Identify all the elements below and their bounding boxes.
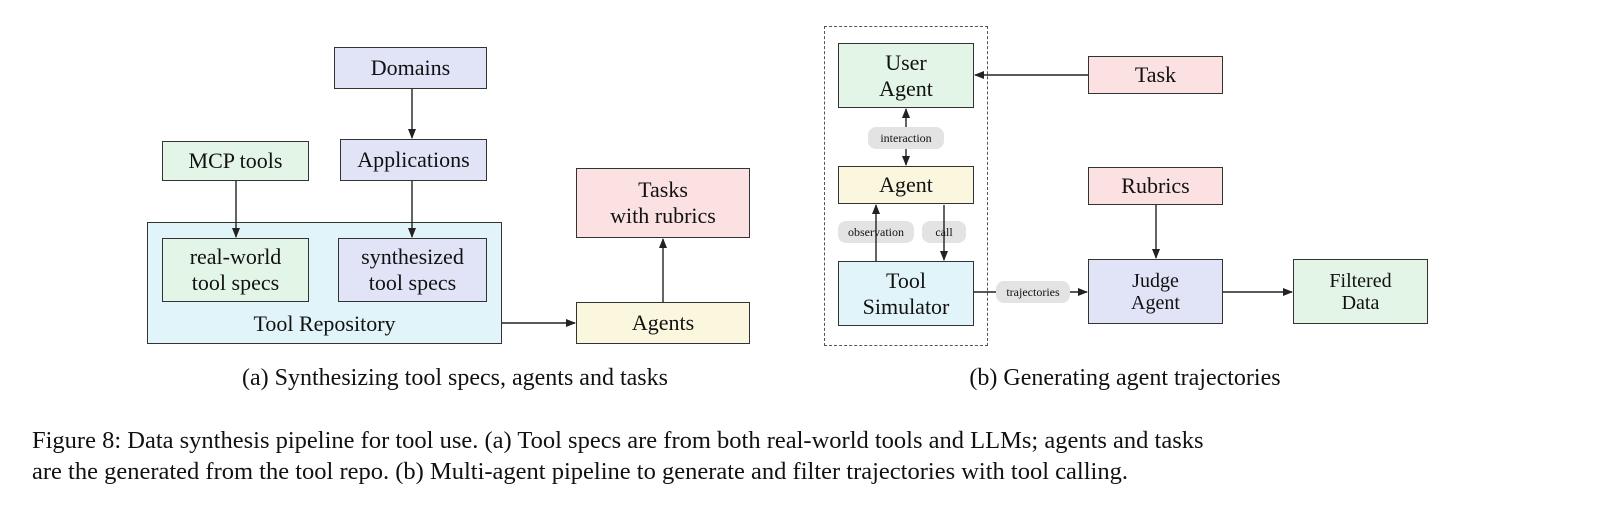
agent-label: Agent <box>879 172 933 197</box>
real-world-tool-specs-box: real-world tool specs <box>162 238 309 302</box>
judge-agent-line2: Agent <box>1131 291 1180 314</box>
judge-agent-line1: Judge <box>1132 269 1179 292</box>
domains-box: Domains <box>334 47 487 89</box>
filtered-data-line2: Data <box>1341 291 1380 314</box>
rubrics-box: Rubrics <box>1088 167 1223 205</box>
tool-repository-label: Tool Repository <box>253 311 396 336</box>
mcp-tools-box: MCP tools <box>162 141 309 181</box>
agents-box: Agents <box>576 302 750 344</box>
interaction-pill: interaction <box>868 127 944 149</box>
filtered-data-line1: Filtered <box>1329 269 1392 292</box>
synthesized-line2: tool specs <box>368 270 457 295</box>
caption-a: (a) Synthesizing tool specs, agents and … <box>242 365 668 391</box>
trajectories-pill: trajectories <box>996 281 1070 303</box>
tasks-with-rubrics-box: Tasks with rubrics <box>576 168 750 238</box>
user-agent-line1: User <box>885 49 927 75</box>
filtered-data-box: Filtered Data <box>1293 259 1428 324</box>
applications-label: Applications <box>357 147 470 172</box>
tool-simulator-line2: Simulator <box>862 293 950 319</box>
real-world-line2: tool specs <box>191 270 280 295</box>
user-agent-box: User Agent <box>838 43 974 108</box>
task-label: Task <box>1134 62 1177 87</box>
figure-caption: Figure 8: Data synthesis pipeline for to… <box>32 425 1602 487</box>
real-world-line1: real-world <box>189 244 282 269</box>
rubrics-label: Rubrics <box>1121 173 1190 198</box>
synthesized-line1: synthesized <box>361 244 464 269</box>
user-agent-line2: Agent <box>879 75 933 101</box>
task-box: Task <box>1088 56 1223 94</box>
caption-b: (b) Generating agent trajectories <box>969 365 1281 391</box>
tasks-line1: Tasks <box>638 177 688 202</box>
judge-agent-box: Judge Agent <box>1088 259 1223 324</box>
tool-simulator-box: Tool Simulator <box>838 261 974 326</box>
tasks-line2: with rubrics <box>610 203 716 228</box>
agent-box: Agent <box>838 166 974 204</box>
figure-caption-line1: Figure 8: Data synthesis pipeline for to… <box>32 427 1204 454</box>
mcp-tools-label: MCP tools <box>188 148 283 173</box>
tool-simulator-line1: Tool <box>885 267 926 293</box>
agents-label: Agents <box>631 310 695 335</box>
figure-caption-line2: are the generated from the tool repo. (b… <box>32 458 1128 485</box>
applications-box: Applications <box>340 139 487 181</box>
synthesized-tool-specs-box: synthesized tool specs <box>338 238 487 302</box>
domains-label: Domains <box>370 55 451 80</box>
simulation-loop-dashed-box <box>824 26 988 346</box>
